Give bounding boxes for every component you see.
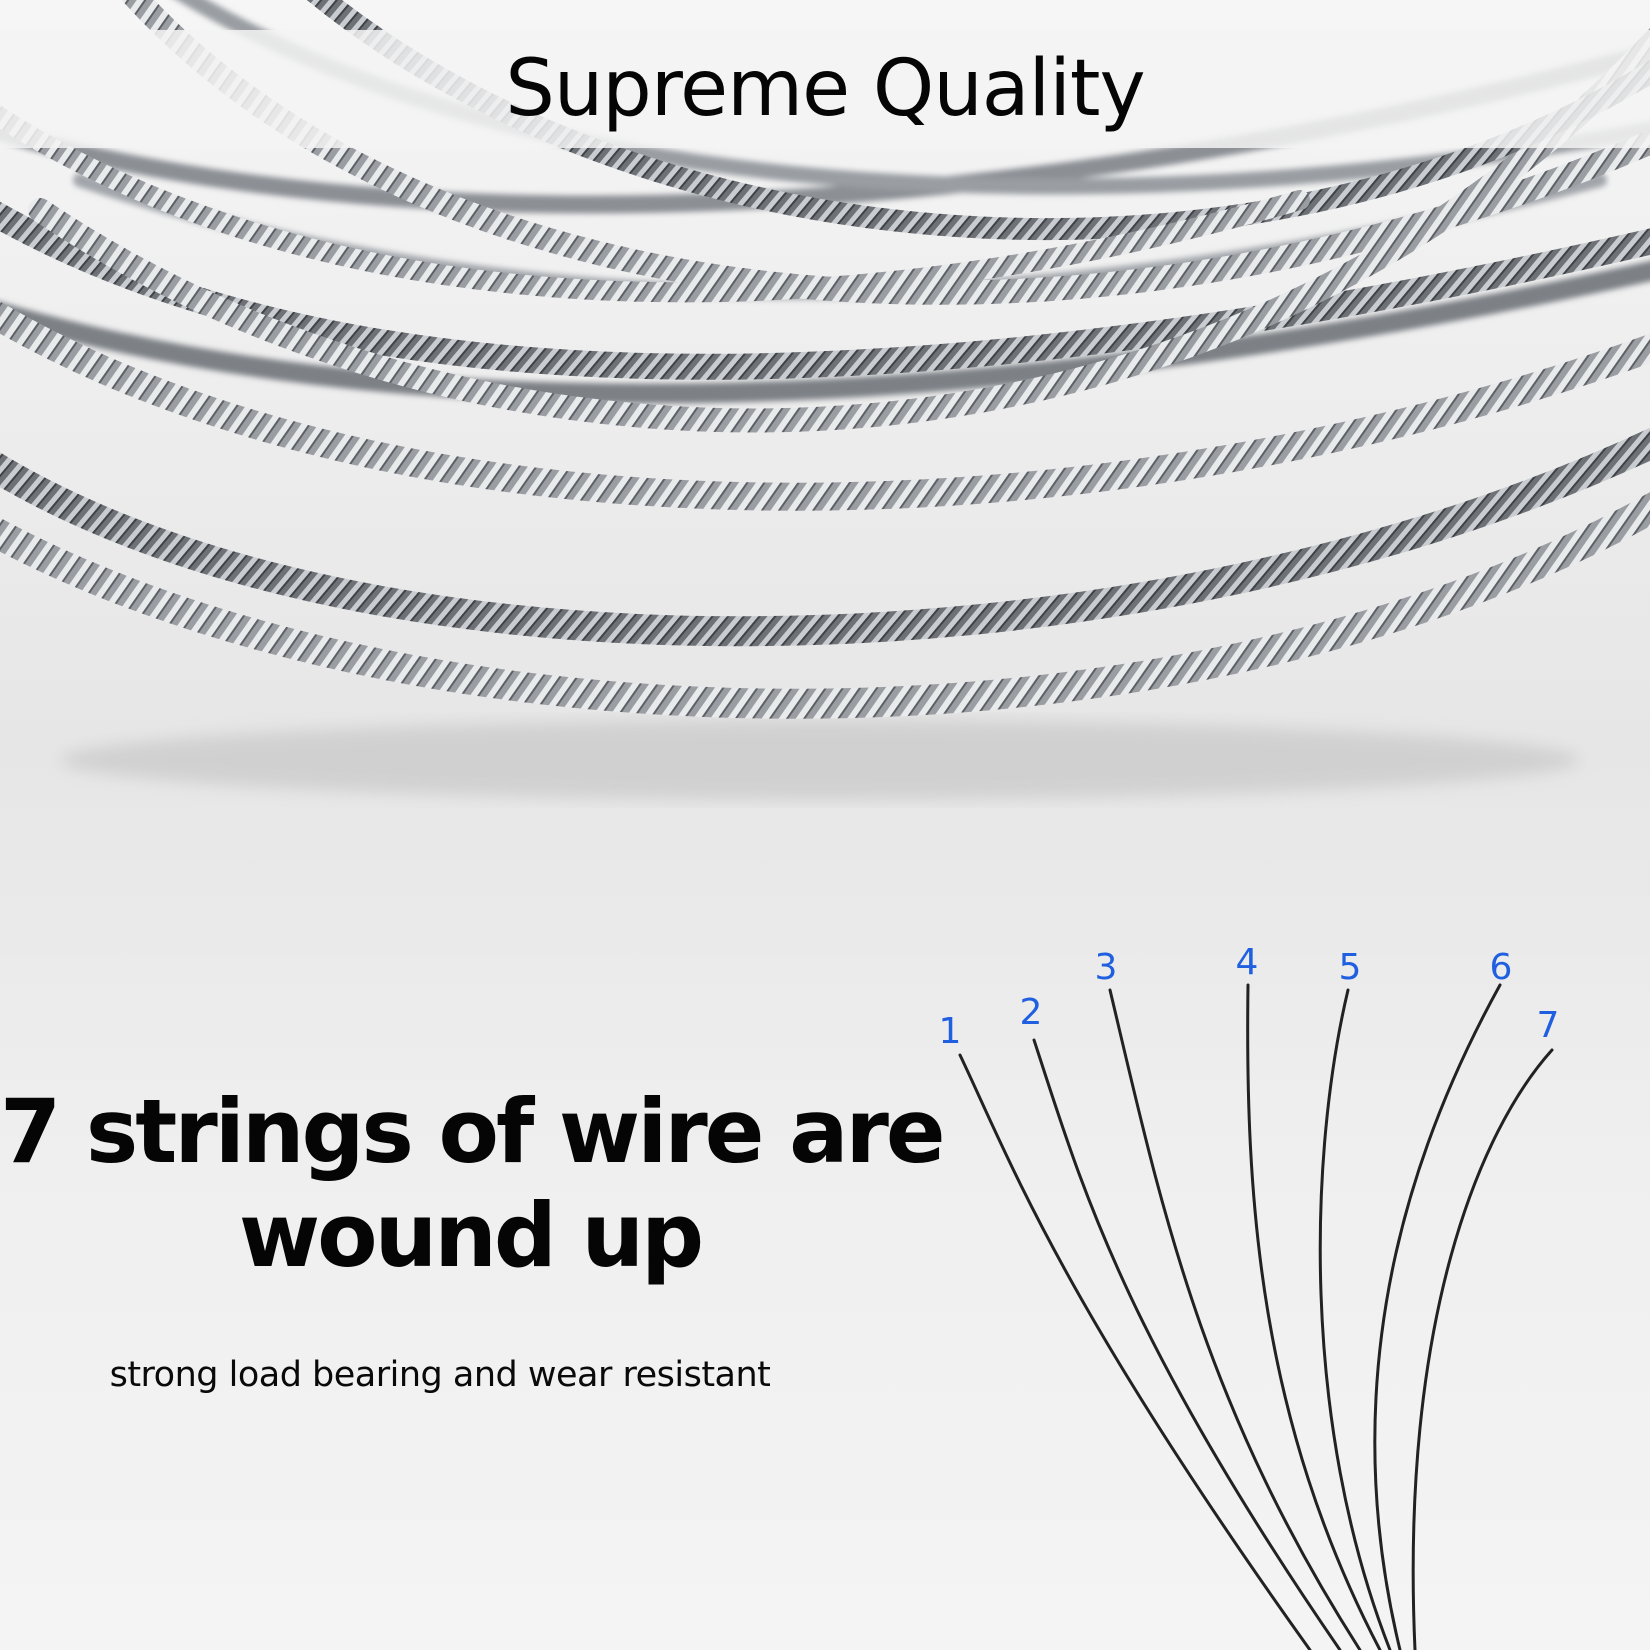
strand-5 — [1318, 988, 1392, 1650]
strand-3 — [1108, 988, 1362, 1650]
strand-6 — [1373, 983, 1502, 1650]
strand-label-3: 3 — [1094, 947, 1118, 988]
strand-label-7: 7 — [1536, 1005, 1560, 1046]
feature-title-line-2: wound up — [238, 1184, 704, 1287]
feature-subtitle: strong load bearing and wear resistant — [109, 1355, 771, 1395]
strand-2 — [1032, 1038, 1342, 1650]
feature-title-line-1: 7 strings of wire are — [0, 1080, 946, 1183]
wire-strands — [958, 983, 1554, 1650]
strand-label-1: 1 — [938, 1011, 962, 1052]
cable-shadow — [60, 720, 1580, 800]
strand-label-4: 4 — [1235, 942, 1259, 983]
strand-7 — [1411, 1048, 1554, 1650]
headline-band: Supreme Quality — [0, 30, 1650, 148]
feature-title: 7 strings of wire are wound up — [0, 1080, 946, 1288]
strand-label-6: 6 — [1489, 947, 1513, 988]
headline: Supreme Quality — [505, 44, 1145, 134]
strand-1 — [958, 1053, 1312, 1650]
strand-label-5: 5 — [1338, 947, 1362, 988]
strand-4 — [1246, 983, 1382, 1650]
strand-label-2: 2 — [1019, 992, 1043, 1033]
